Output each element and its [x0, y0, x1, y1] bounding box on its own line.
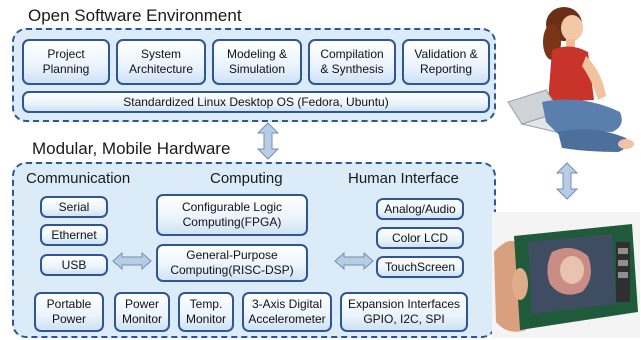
software-hardware-connector-arrow	[256, 122, 280, 160]
usb-box: USB	[40, 254, 108, 276]
serial-box: Serial	[40, 196, 108, 218]
analog-audio-box: Analog/Audio	[376, 198, 464, 220]
accelerometer-box: 3-Axis Digital Accelerometer	[242, 292, 332, 332]
linux-os-bar: Standardized Linux Desktop OS (Fedora, U…	[22, 91, 490, 113]
temp-monitor-box: Temp. Monitor	[178, 292, 234, 332]
computing-touchscreen-connector-arrow	[334, 252, 374, 270]
color-lcd-box: Color LCD	[376, 227, 464, 249]
software-section-title: Open Software Environment	[28, 6, 242, 25]
hardware-panel: Communication Computing Human Interface …	[12, 162, 496, 338]
validation-reporting-box: Validation & Reporting	[402, 39, 490, 85]
project-planning-box: Project Planning	[22, 39, 110, 85]
usb-computing-connector-arrow	[112, 252, 152, 270]
handheld-device-photo	[492, 212, 640, 338]
hardware-section-title: Modular, Mobile Hardware	[32, 139, 231, 158]
laptop-device-connector-arrow	[556, 162, 578, 200]
compilation-synthesis-box: Compilation & Synthesis	[308, 39, 396, 85]
woman-with-laptop-photo	[502, 2, 640, 158]
computing-label: Computing	[210, 170, 283, 187]
touchscreen-box: TouchScreen	[376, 256, 464, 278]
expansion-interfaces-box: Expansion Interfaces GPIO, I2C, SPI	[340, 292, 468, 332]
communication-label: Communication	[26, 170, 131, 187]
fpga-box: Configurable Logic Computing(FPGA)	[156, 194, 308, 236]
human-interface-label: Human Interface	[348, 170, 459, 187]
software-panel: Project Planning System Architecture Mod…	[12, 28, 496, 122]
system-architecture-box: System Architecture	[116, 39, 206, 85]
risc-dsp-box: General-Purpose Computing(RISC-DSP)	[156, 244, 308, 282]
ethernet-box: Ethernet	[40, 224, 108, 246]
modeling-simulation-box: Modeling & Simulation	[212, 39, 302, 85]
portable-power-box: Portable Power	[34, 292, 104, 332]
power-monitor-box: Power Monitor	[114, 292, 170, 332]
